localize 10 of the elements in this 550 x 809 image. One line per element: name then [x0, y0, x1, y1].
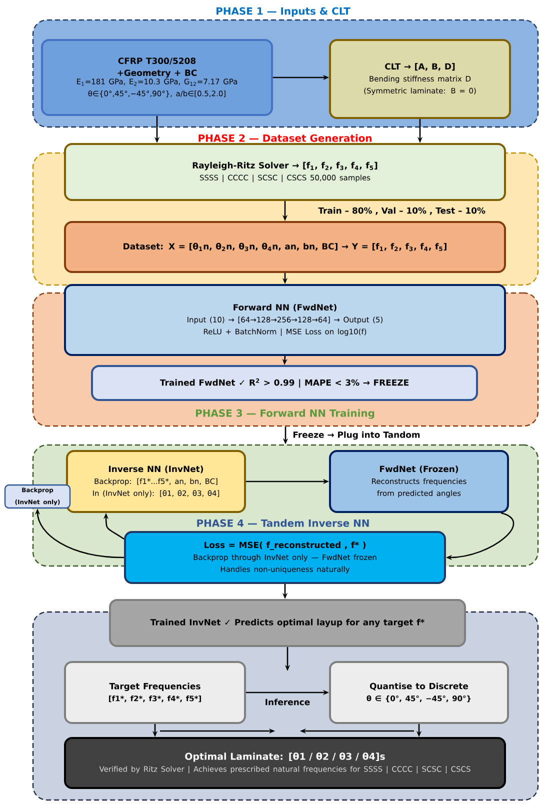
process-box: Trained InvNet ✓ Predicts optimal layup for any target f*: [109, 599, 466, 647]
phase-title: PHASE 3 — Forward NN Training: [196, 409, 374, 419]
process-box: Dataset: X = [θ$_{1}$n, θ$_{2}$n, θ$_{3}$n, θ$_{4}$n, an, bn, BC] → Y = [f$_{1}$, f$_{2}$, f$_{3}$, f$_{4}$, f$_{5}$]: [64, 221, 506, 273]
process-box: Trained FwdNet ✓ R$^{2}$ > 0.99 | MAPE < 3% → FREEZE: [91, 365, 478, 401]
phase-title: PHASE 1 — Inputs & CLT: [216, 7, 350, 17]
edge-label: Train – 80% , Val – 10% , Test – 10%: [318, 207, 486, 215]
phase-title: PHASE 4 — Tandem Inverse NN: [197, 519, 369, 527]
phase-title: PHASE 2 — Dataset Generation: [198, 134, 372, 142]
edge-label: Inference: [266, 698, 310, 706]
edge-label: Freeze → Plug into Tandom: [293, 431, 420, 440]
